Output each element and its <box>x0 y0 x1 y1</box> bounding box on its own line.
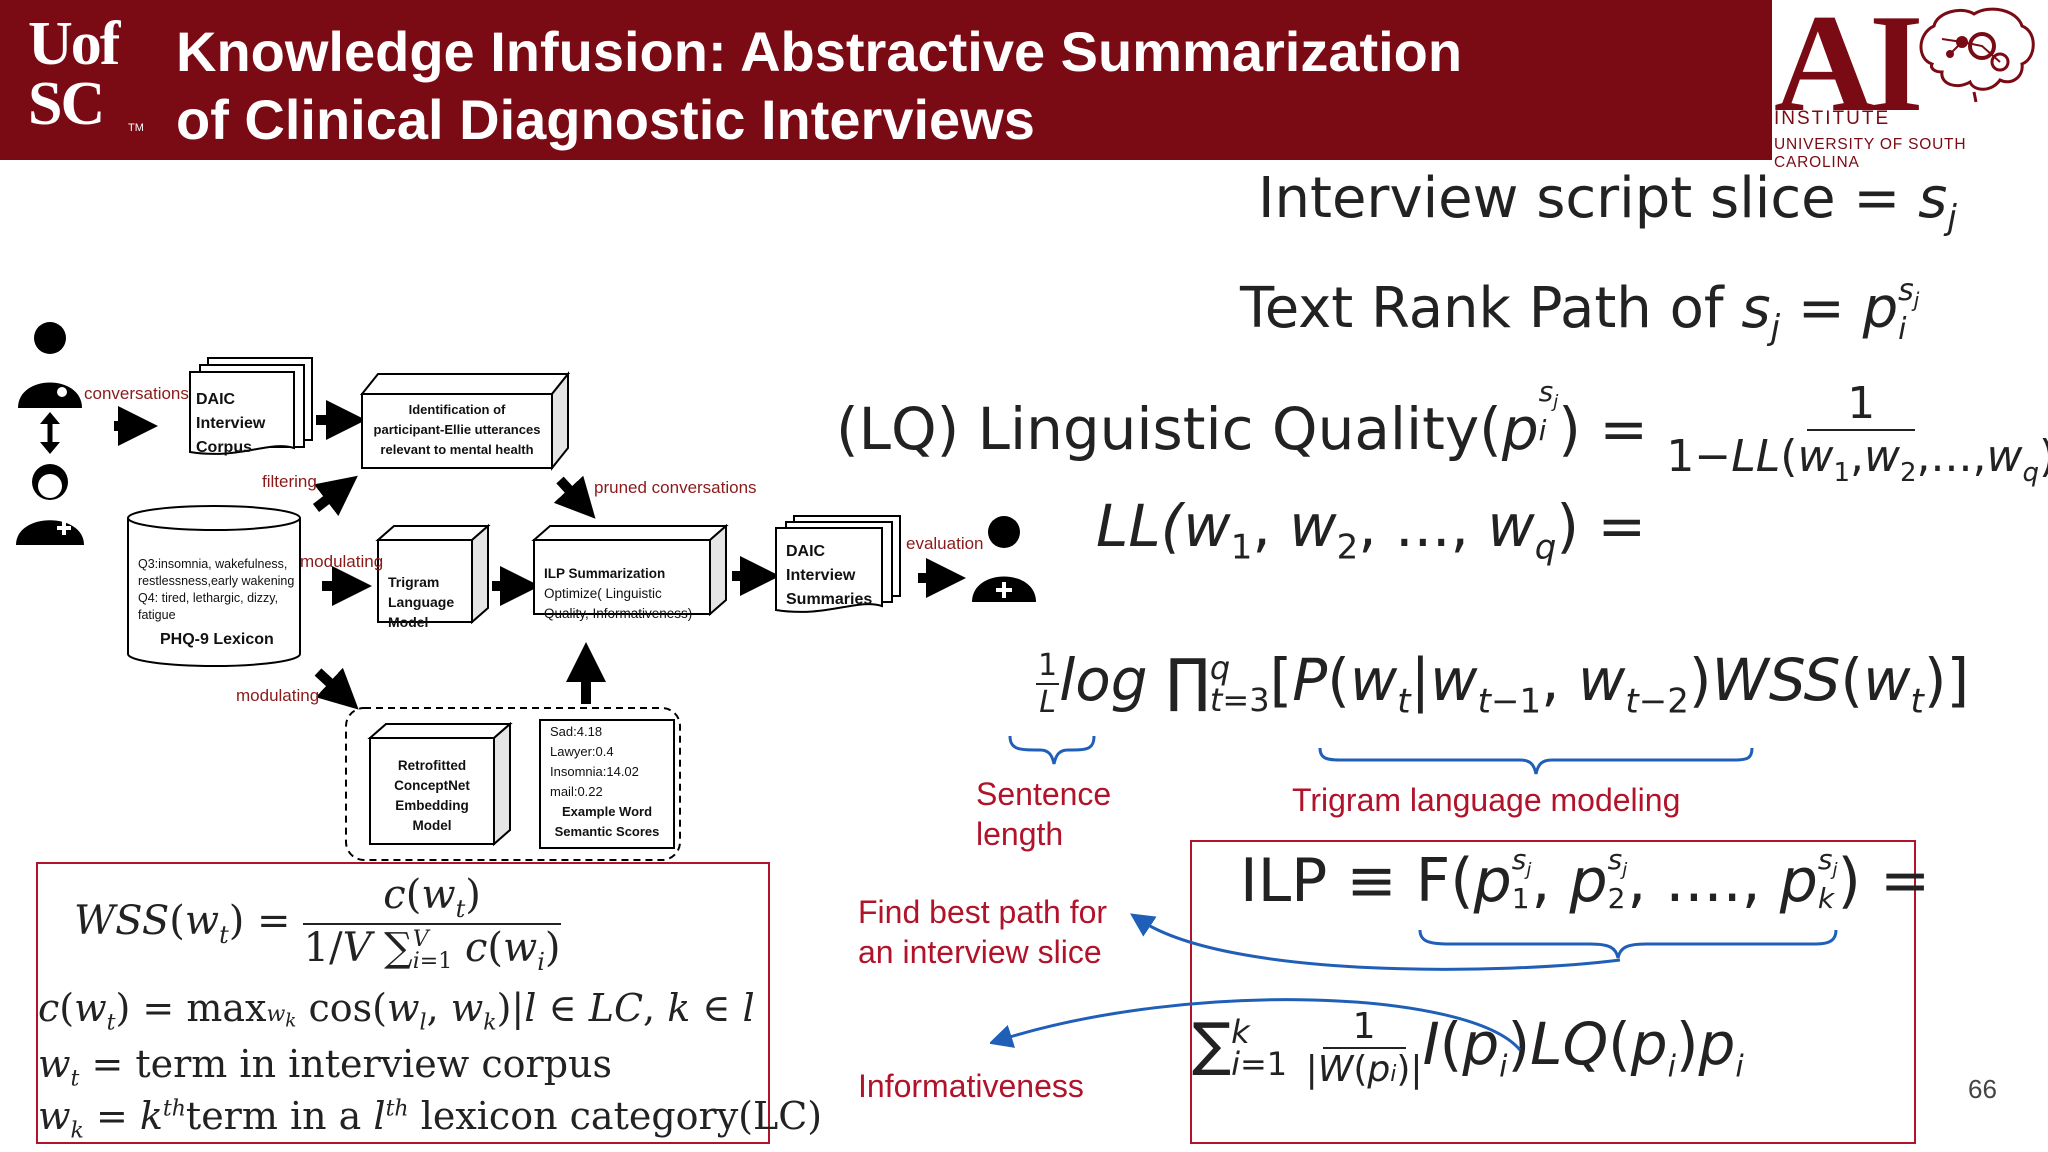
label-evaluation: evaluation <box>906 534 984 553</box>
annotation-informativeness: Informativeness <box>858 1068 1084 1104</box>
doctor-icon <box>18 322 82 408</box>
label-pruned: pruned conversations <box>594 478 757 497</box>
knowledge-group <box>345 707 681 861</box>
scores-box <box>539 719 675 849</box>
evaluator-doctor-icon <box>972 516 1036 602</box>
brain-icon <box>1919 7 2035 103</box>
label-modulating-2: modulating <box>236 686 320 705</box>
identification-box <box>359 371 571 471</box>
eq-wt-def: wt = term in interview corpus <box>38 1042 613 1092</box>
page-number: 66 <box>1968 1074 1997 1104</box>
logo-sc: SC <box>28 70 105 138</box>
label-filtering: filtering <box>262 472 317 491</box>
ilp-equation-box <box>1190 840 1916 1144</box>
summaries-document <box>775 515 901 613</box>
wss-equation-box <box>36 862 770 1144</box>
lexicon-text: Q3:insomnia, wakefulness,restlessness,ea… <box>138 557 295 622</box>
arrow-modulating-2 <box>314 667 359 710</box>
logo-tm: TM <box>128 122 144 134</box>
lexicon-cylinder <box>127 505 301 667</box>
double-arrow-icon <box>40 412 60 454</box>
pipeline-diagram <box>16 322 1036 861</box>
lexicon-title: PHQ-9 Lexicon <box>160 631 274 648</box>
title-line-2: of Clinical Diagnostic Interviews <box>176 88 1035 151</box>
conceptnet-box <box>367 721 513 847</box>
slide-title: Knowledge Infusion: Abstractive Summariz… <box>176 18 1462 154</box>
header-bar <box>0 0 1772 160</box>
arrow-pruned <box>553 475 596 519</box>
annotation-arrows <box>990 913 1838 1051</box>
logo-uof: Uof <box>28 10 120 78</box>
arrow-filtering <box>312 475 358 517</box>
patient-icon <box>16 464 84 545</box>
corpus-document <box>189 357 313 455</box>
eq-slice: Interview script slice = sj <box>1258 166 1957 239</box>
institute-label: INSTITUTE <box>1774 108 1891 129</box>
eq-c-wt: c(wt) = maxwk cos(wl, wk)|l ∈ LC, k ∈ l <box>38 986 755 1036</box>
ilp-box <box>531 523 729 617</box>
braces <box>1008 735 1754 775</box>
usc-label: UNIVERSITY OF SOUTH CAROLINA <box>1774 136 1967 171</box>
label-modulating: modulating <box>300 552 384 571</box>
title-line-1: Knowledge Infusion: Abstractive Summariz… <box>176 20 1463 83</box>
trigram-box <box>375 523 491 625</box>
ai-logo-text: AI <box>1774 0 1924 141</box>
annotation-trigram-lm: Trigram language modeling <box>1292 782 1681 818</box>
label-conversations: conversations <box>84 384 189 403</box>
eq-wkl-def: wk = kthterm in a lth lexicon category(L… <box>38 1094 823 1144</box>
eq-ll: LL(w1, w2, ..., wq) = <box>1096 492 1647 568</box>
